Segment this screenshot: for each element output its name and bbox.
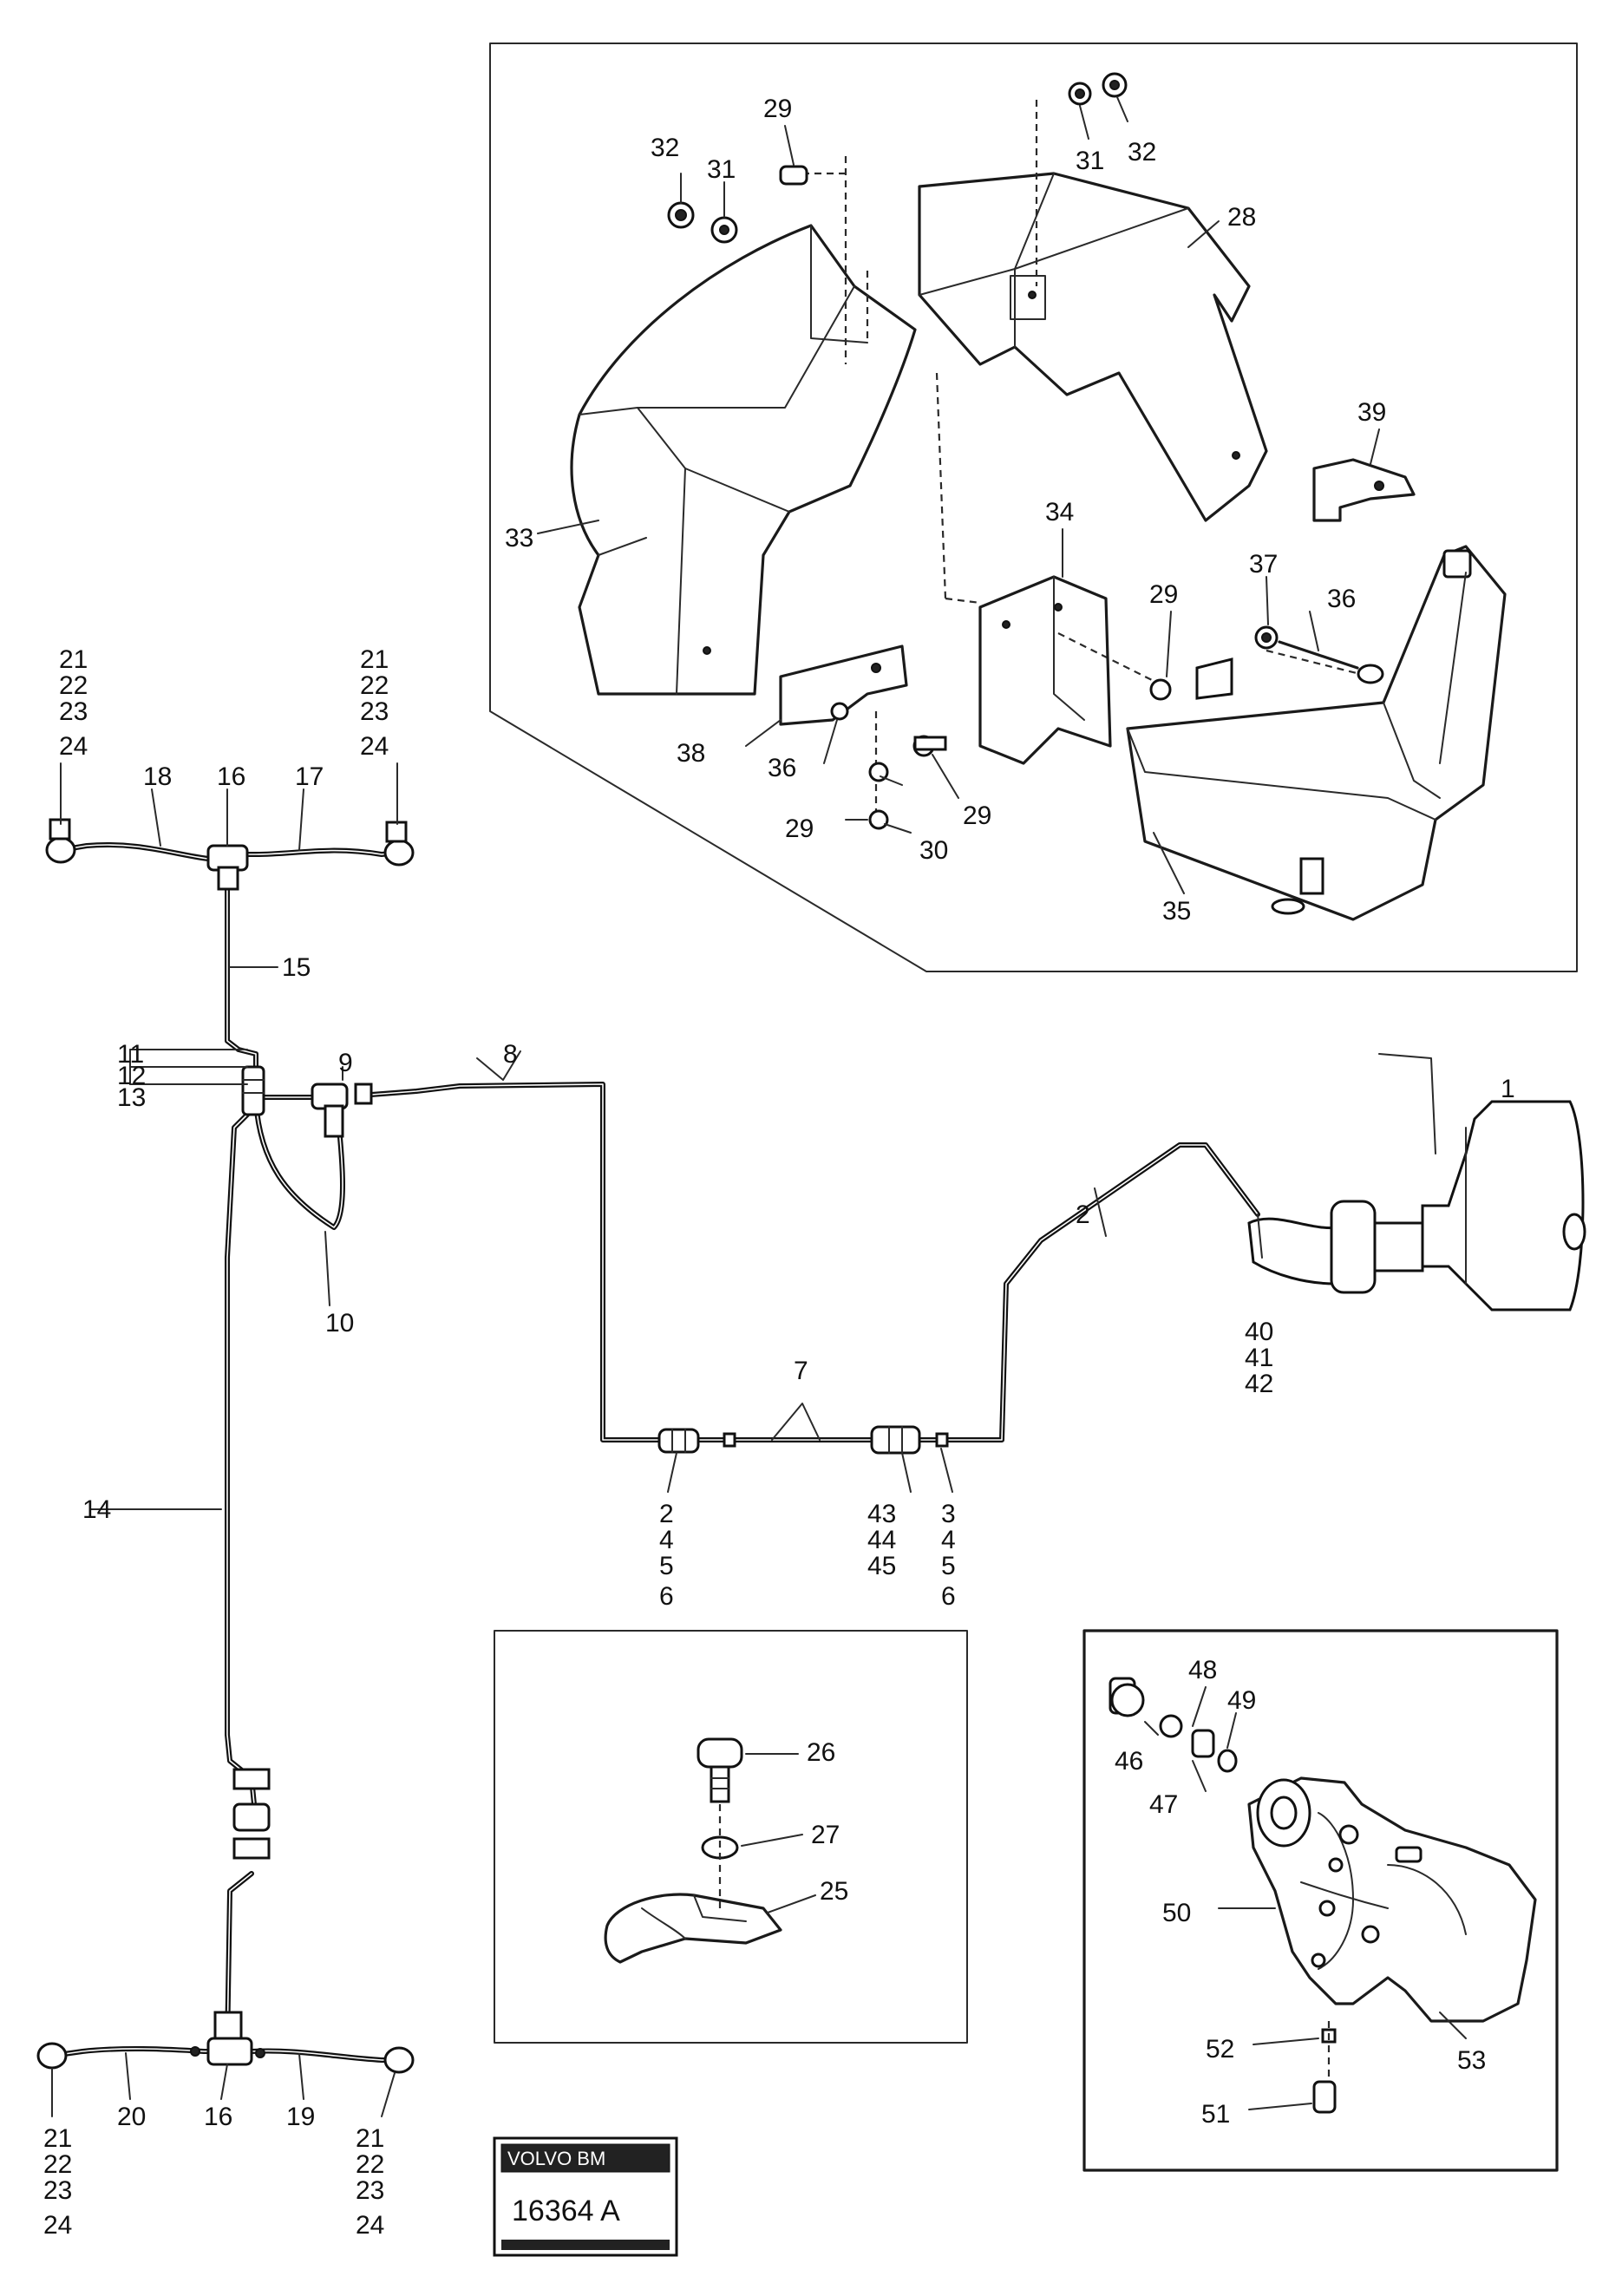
callout-40: 40 bbox=[1245, 1318, 1273, 1346]
callout-22: 22 bbox=[360, 671, 389, 700]
callout-4: 4 bbox=[659, 1526, 674, 1554]
cover-detail-panel bbox=[489, 43, 1578, 972]
callout-18: 18 bbox=[143, 762, 172, 791]
callout-29: 29 bbox=[1149, 580, 1178, 609]
callout-2: 2 bbox=[1076, 1200, 1090, 1229]
drawing-id-plate bbox=[493, 2136, 678, 2257]
callout-31: 31 bbox=[1076, 147, 1104, 175]
callout-45: 45 bbox=[867, 1552, 896, 1580]
reservoir-tank-part bbox=[1126, 545, 1507, 921]
brake-actuator-part bbox=[1247, 1053, 1586, 1312]
bolt-assembly-37 bbox=[1254, 625, 1384, 684]
callout-41: 41 bbox=[1245, 1344, 1273, 1372]
callout-44: 44 bbox=[867, 1526, 896, 1554]
callout-19: 19 bbox=[286, 2103, 315, 2131]
fasteners-lower-top bbox=[868, 678, 1172, 830]
callout-50: 50 bbox=[1162, 1899, 1191, 1927]
callout-21: 21 bbox=[356, 2124, 384, 2153]
clamp-detail-panel bbox=[494, 1630, 968, 2044]
callout-2: 2 bbox=[659, 1500, 674, 1528]
callout-14: 14 bbox=[82, 1495, 111, 1524]
callout-leaders bbox=[51, 96, 1380, 2117]
valve-detail-panel bbox=[1082, 1629, 1559, 2172]
callout-11: 11 bbox=[117, 1040, 144, 1069]
drawing-number-text: 16364 A bbox=[512, 2195, 620, 2227]
callout-34: 34 bbox=[1045, 498, 1074, 527]
callout-47: 47 bbox=[1149, 1790, 1178, 1819]
callout-9: 9 bbox=[338, 1049, 353, 1077]
callout-7: 7 bbox=[794, 1357, 808, 1385]
callout-24: 24 bbox=[356, 2211, 384, 2240]
callout-labels: 21 22 23 24 21 22 23 24 18 16 17 15 11 1… bbox=[43, 95, 1515, 2240]
hydraulic-pipe-system bbox=[49, 842, 1260, 2063]
callout-51: 51 bbox=[1201, 2100, 1230, 2129]
callout-24: 24 bbox=[360, 732, 389, 761]
callout-33: 33 bbox=[505, 524, 533, 553]
callout-23: 23 bbox=[360, 697, 389, 726]
callout-30: 30 bbox=[919, 836, 948, 865]
callout-42: 42 bbox=[1245, 1370, 1273, 1398]
callout-26: 26 bbox=[807, 1738, 835, 1767]
callout-24: 24 bbox=[43, 2211, 72, 2240]
callout-39: 38 bbox=[677, 739, 705, 768]
callout-49: 49 bbox=[1227, 1686, 1256, 1715]
callout-22: 22 bbox=[356, 2150, 384, 2179]
callout-28: 28 bbox=[1227, 203, 1256, 232]
callout-43: 43 bbox=[867, 1500, 896, 1528]
callout-22: 22 bbox=[59, 671, 88, 700]
callout-29: 29 bbox=[963, 801, 991, 830]
callout-13: 13 bbox=[117, 1083, 146, 1112]
callout-36: 36 bbox=[1327, 585, 1356, 613]
callout-32: 32 bbox=[651, 134, 679, 162]
callout-46: 46 bbox=[1115, 1747, 1143, 1776]
callout-21: 21 bbox=[59, 645, 88, 674]
callout-52: 52 bbox=[1206, 2035, 1234, 2064]
callout-5: 5 bbox=[941, 1552, 956, 1580]
callout-17: 17 bbox=[295, 762, 324, 791]
callout-8: 8 bbox=[503, 1040, 518, 1069]
callout-25: 25 bbox=[820, 1877, 848, 1906]
left-cover-part bbox=[570, 224, 917, 696]
callout-10: 10 bbox=[325, 1309, 354, 1338]
callout-4: 4 bbox=[941, 1526, 956, 1554]
callout-29: 29 bbox=[763, 95, 792, 123]
mounting-bracket-part bbox=[978, 575, 1112, 765]
callout-20: 20 bbox=[117, 2103, 146, 2131]
callout-21: 21 bbox=[43, 2124, 72, 2153]
callout-24: 24 bbox=[59, 732, 88, 761]
callout-53: 53 bbox=[1457, 2046, 1486, 2075]
callout-16: 16 bbox=[204, 2103, 232, 2131]
callout-21: 21 bbox=[360, 645, 389, 674]
callout-23: 23 bbox=[356, 2176, 384, 2205]
callout-39: 39 bbox=[1357, 398, 1386, 427]
callout-37: 37 bbox=[1249, 550, 1278, 579]
callout-6: 6 bbox=[941, 1582, 956, 1611]
right-cover-part bbox=[918, 172, 1268, 522]
callout-23: 23 bbox=[43, 2176, 72, 2205]
callout-3: 3 bbox=[941, 1500, 956, 1528]
callout-6: 6 bbox=[659, 1582, 674, 1611]
callout-16: 16 bbox=[217, 762, 245, 791]
callout-29: 29 bbox=[785, 814, 814, 843]
callout-22: 22 bbox=[43, 2150, 72, 2179]
pipe-fittings bbox=[36, 818, 949, 2074]
callout-32: 32 bbox=[1128, 138, 1156, 167]
clip-bracket-parts bbox=[779, 458, 1416, 726]
callout-31: 31 bbox=[707, 155, 736, 184]
callout-5: 5 bbox=[659, 1552, 674, 1580]
callout-1: 1 bbox=[1501, 1075, 1515, 1103]
callout-15: 15 bbox=[282, 953, 311, 982]
assembly-lines-top bbox=[802, 100, 1371, 833]
callout-48: 48 bbox=[1188, 1656, 1217, 1684]
callout-27: 27 bbox=[811, 1821, 840, 1849]
callout-35: 35 bbox=[1162, 897, 1191, 926]
callout-23: 23 bbox=[59, 697, 88, 726]
plate-brand-text: VOLVO BM bbox=[507, 2148, 605, 2169]
callout-36: 36 bbox=[768, 754, 796, 782]
callout-12: 12 bbox=[117, 1062, 146, 1090]
fasteners-top bbox=[667, 72, 1128, 244]
